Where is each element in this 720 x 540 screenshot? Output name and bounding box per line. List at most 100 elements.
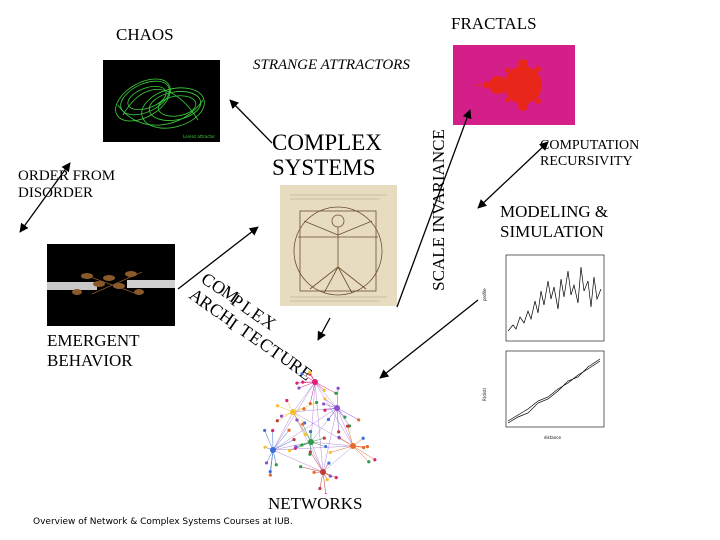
network-node xyxy=(299,465,303,469)
label-chaos: CHAOS xyxy=(116,25,174,44)
network-node xyxy=(326,417,331,422)
network-node xyxy=(302,407,306,411)
network-node xyxy=(268,473,272,477)
network-node xyxy=(275,419,279,423)
computation-line1: COMPUTATION xyxy=(540,138,640,153)
network-hub xyxy=(334,405,340,411)
mandelbrot-set xyxy=(482,59,542,111)
network-node xyxy=(334,476,338,480)
vitruvian-drawing xyxy=(293,206,383,296)
network-node xyxy=(337,430,341,434)
network-node xyxy=(292,437,296,442)
svg-text:profile: profile xyxy=(482,288,487,301)
svg-text:distance: distance xyxy=(544,435,561,440)
network-node xyxy=(300,443,304,447)
network-node xyxy=(308,450,312,454)
network-node xyxy=(322,388,326,392)
network-node xyxy=(365,445,370,449)
network-node xyxy=(287,449,292,453)
network-node xyxy=(337,435,341,440)
network-node xyxy=(275,404,280,408)
complex-line2: SYSTEMS xyxy=(272,155,376,180)
network-node xyxy=(294,445,298,449)
network-node xyxy=(274,463,278,467)
network-image xyxy=(233,342,395,497)
network-node xyxy=(327,461,331,465)
label-strange-attractors: STRANGE ATTRACTORS xyxy=(253,57,410,73)
network-node xyxy=(268,470,272,474)
network-node xyxy=(318,486,322,491)
network-node xyxy=(328,474,332,478)
network-node xyxy=(361,436,365,440)
svg-text:Lorenz attractor: Lorenz attractor xyxy=(183,134,215,139)
network-node xyxy=(263,445,267,449)
network-node xyxy=(336,386,340,390)
network-hub xyxy=(290,409,296,415)
attractor-curves xyxy=(115,78,205,129)
network-node xyxy=(279,414,284,418)
network-hub xyxy=(308,439,314,445)
network-node xyxy=(301,422,305,426)
network-node xyxy=(308,430,313,434)
complex-line1: COMPLEX xyxy=(272,130,382,155)
network-node xyxy=(263,428,267,433)
network-node xyxy=(264,461,269,465)
plot-series-top xyxy=(507,266,602,332)
network-node xyxy=(334,391,338,395)
network-node xyxy=(271,428,275,433)
label-complex-systems: COMPLEX SYSTEMS xyxy=(272,130,382,180)
network-node xyxy=(343,415,347,419)
ant-bridge-image xyxy=(47,244,175,326)
modeling-line2: SIMULATION xyxy=(500,222,604,241)
network-node xyxy=(287,428,291,432)
network-node xyxy=(357,418,361,422)
network-hub xyxy=(320,469,326,475)
network-node xyxy=(345,424,350,428)
emergent-line2: BEHAVIOR xyxy=(47,351,133,370)
network-node xyxy=(295,381,299,385)
arrow-computation xyxy=(477,141,549,209)
arrow-order-disorder xyxy=(19,162,71,233)
fractal-image xyxy=(453,45,575,125)
network-node xyxy=(362,446,366,450)
network-node xyxy=(322,436,326,440)
network-node xyxy=(300,372,304,376)
network-hub xyxy=(312,379,318,385)
network-node xyxy=(303,432,307,437)
computation-line2: RECURSIVITY xyxy=(540,154,633,169)
arrow-scale-invariance xyxy=(396,109,472,308)
network-node xyxy=(322,402,326,406)
network-node xyxy=(324,444,328,449)
network-hub xyxy=(350,443,356,449)
network-node xyxy=(328,450,332,455)
network-node xyxy=(373,458,377,462)
network-node xyxy=(308,401,312,406)
network-node xyxy=(312,470,316,474)
network-hub xyxy=(270,447,276,453)
svg-text:R(dist): R(dist) xyxy=(482,387,487,401)
emergent-line1: EMERGENT xyxy=(47,331,140,350)
label-emergent-behavior: EMERGENT BEHAVIOR xyxy=(47,331,140,371)
network-node xyxy=(323,397,327,401)
plot-series-bottom-2 xyxy=(507,358,601,424)
ants xyxy=(72,271,144,295)
network-node xyxy=(308,370,312,375)
network-node xyxy=(315,400,319,405)
network-node xyxy=(325,477,329,482)
network-node xyxy=(297,386,301,390)
arrow-emergent xyxy=(177,226,259,290)
network-node xyxy=(285,398,289,403)
network-node xyxy=(295,418,299,422)
strange-attractor-image: Lorenz attractor xyxy=(103,60,220,142)
simulation-plot-image: profile R(dist) distance xyxy=(478,251,609,444)
label-networks: NETWORKS xyxy=(268,494,363,513)
network-node xyxy=(367,460,371,464)
label-fractals: FRACTALS xyxy=(451,14,537,33)
label-computation-recursivity: COMPUTATION RECURSIVITY xyxy=(540,138,639,170)
network-node xyxy=(301,380,305,384)
arrow-networks-plot xyxy=(379,299,479,379)
arrow-strange-to-systems xyxy=(229,99,273,144)
footer-caption: Overview of Network & Complex Systems Co… xyxy=(33,517,293,527)
vitruvian-man-image xyxy=(280,185,397,306)
